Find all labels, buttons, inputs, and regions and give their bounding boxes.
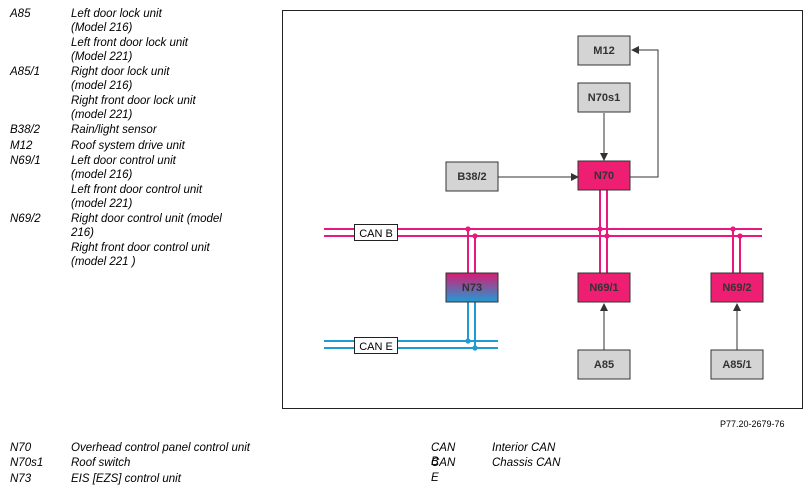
n73-can-e-link — [467, 302, 476, 348]
a85-block: A85 — [577, 349, 631, 380]
n73-block: N73 — [445, 272, 499, 303]
legend-description: Overhead control panel control unit — [71, 442, 250, 454]
svg-text:A85/1: A85/1 — [722, 359, 751, 371]
legend-code: A85/1 — [10, 66, 41, 79]
svg-text:M12: M12 — [593, 45, 614, 57]
bus-junctions — [465, 226, 743, 351]
legend-code: B38/2 — [10, 124, 41, 137]
n692-block: N69/2 — [710, 272, 764, 303]
svg-text:N69/1: N69/1 — [589, 282, 618, 294]
n692-can-b-link — [732, 229, 741, 273]
legend-description: Right door lock unit(model 216)Right fro… — [71, 66, 196, 122]
svg-text:B38/2: B38/2 — [457, 171, 486, 183]
svg-text:A85: A85 — [594, 359, 614, 371]
svg-text:N70: N70 — [594, 170, 614, 182]
n70s1-block: N70s1 — [577, 82, 631, 113]
legend-description: Interior CAN — [492, 442, 556, 454]
figure-reference: P77.20-2679-76 — [720, 419, 785, 429]
a851-block: A85/1 — [710, 349, 764, 380]
legend-description: Rain/light sensor — [71, 124, 157, 137]
legend-description: Roof switch — [71, 457, 131, 470]
can-b-label: CAN B — [354, 224, 398, 241]
legend-description: Roof system drive unit — [71, 139, 185, 152]
n73-can-b-link — [467, 229, 476, 273]
legend-code: N70s1 — [10, 457, 44, 470]
svg-text:N70s1: N70s1 — [588, 92, 620, 104]
m12-block: M12 — [577, 35, 631, 66]
legend-code: CAN E — [431, 457, 456, 484]
legend-description: Left door control unit(model 216)Left fr… — [71, 155, 203, 210]
b382-block: B38/2 — [445, 161, 499, 192]
legend-description: Chassis CAN — [492, 457, 561, 470]
legend-description: EIS [EZS] control unit — [71, 472, 181, 485]
n691-block: N69/1 — [577, 272, 631, 303]
svg-text:N69/2: N69/2 — [722, 282, 751, 294]
legend-description: Left door lock unit(Model 216)Left front… — [71, 8, 188, 63]
n691-can-b-link — [599, 229, 608, 273]
n70-to-m12-arrow — [630, 46, 659, 178]
n70-can-b-link — [599, 190, 608, 236]
n70-block: N70 — [577, 160, 631, 191]
signal-arrows — [498, 46, 741, 350]
legend-code: N69/2 — [10, 213, 41, 226]
legend-code: N69/1 — [10, 155, 41, 167]
svg-text:CAN B: CAN B — [359, 228, 393, 240]
legend-code: N70 — [10, 442, 32, 454]
legend-code: M12 — [10, 139, 33, 152]
can-e-label: CAN E — [354, 337, 398, 354]
svg-text:CAN E: CAN E — [359, 341, 393, 353]
legend-code: CAN B — [431, 442, 456, 469]
svg-text:N73: N73 — [462, 282, 482, 294]
legend-code: A85 — [10, 8, 31, 20]
legend-code: N73 — [10, 472, 32, 485]
